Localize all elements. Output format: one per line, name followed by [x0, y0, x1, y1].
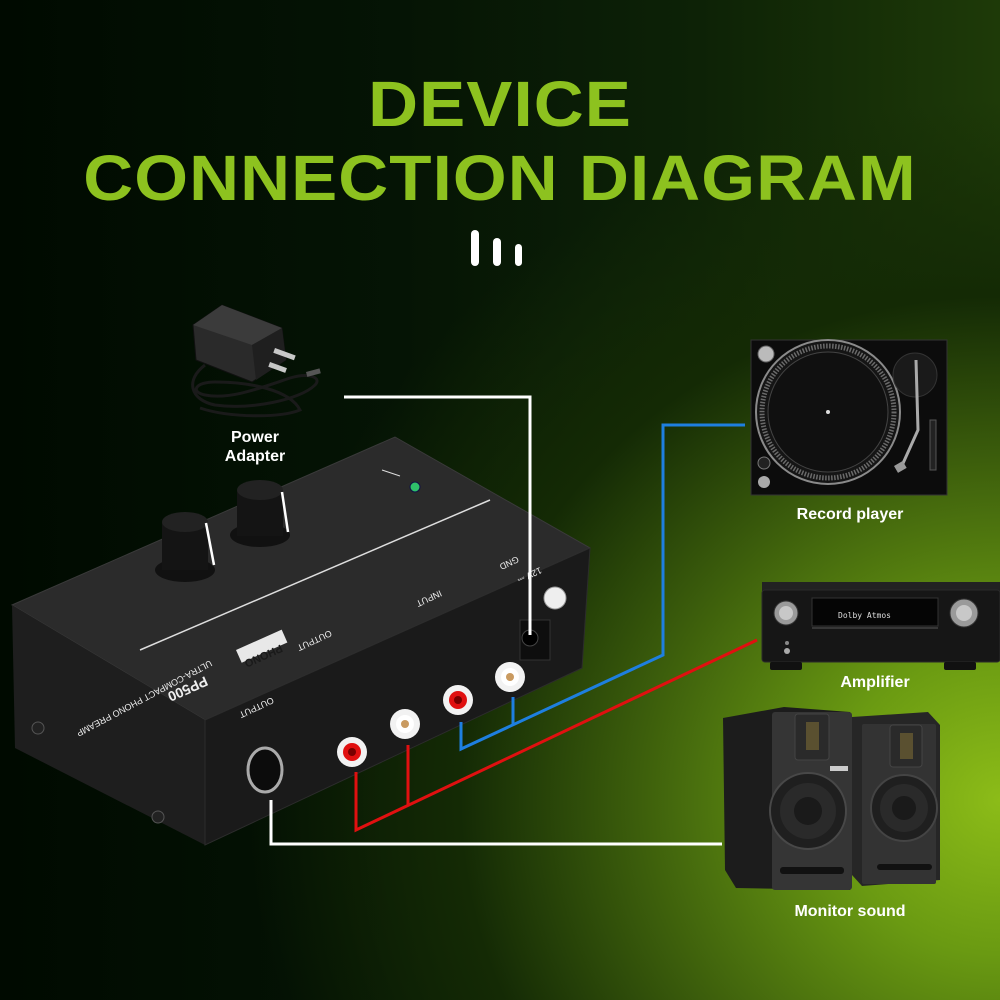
power-adapter-label: Power Adapter	[200, 428, 310, 466]
three-bars-icon	[471, 230, 522, 266]
record-player-label: Record player	[796, 506, 904, 523]
power-adapter-label-line1: Power	[230, 429, 279, 446]
amplifier-label: Amplifier	[840, 674, 910, 691]
power-adapter-label-line2: Adapter	[224, 448, 286, 466]
monitor-sound-label: Monitor sound	[794, 903, 906, 920]
page-title-line2: CONNECTION DIAGRAM	[83, 142, 917, 214]
page-title-line1: DEVICE	[368, 68, 632, 140]
